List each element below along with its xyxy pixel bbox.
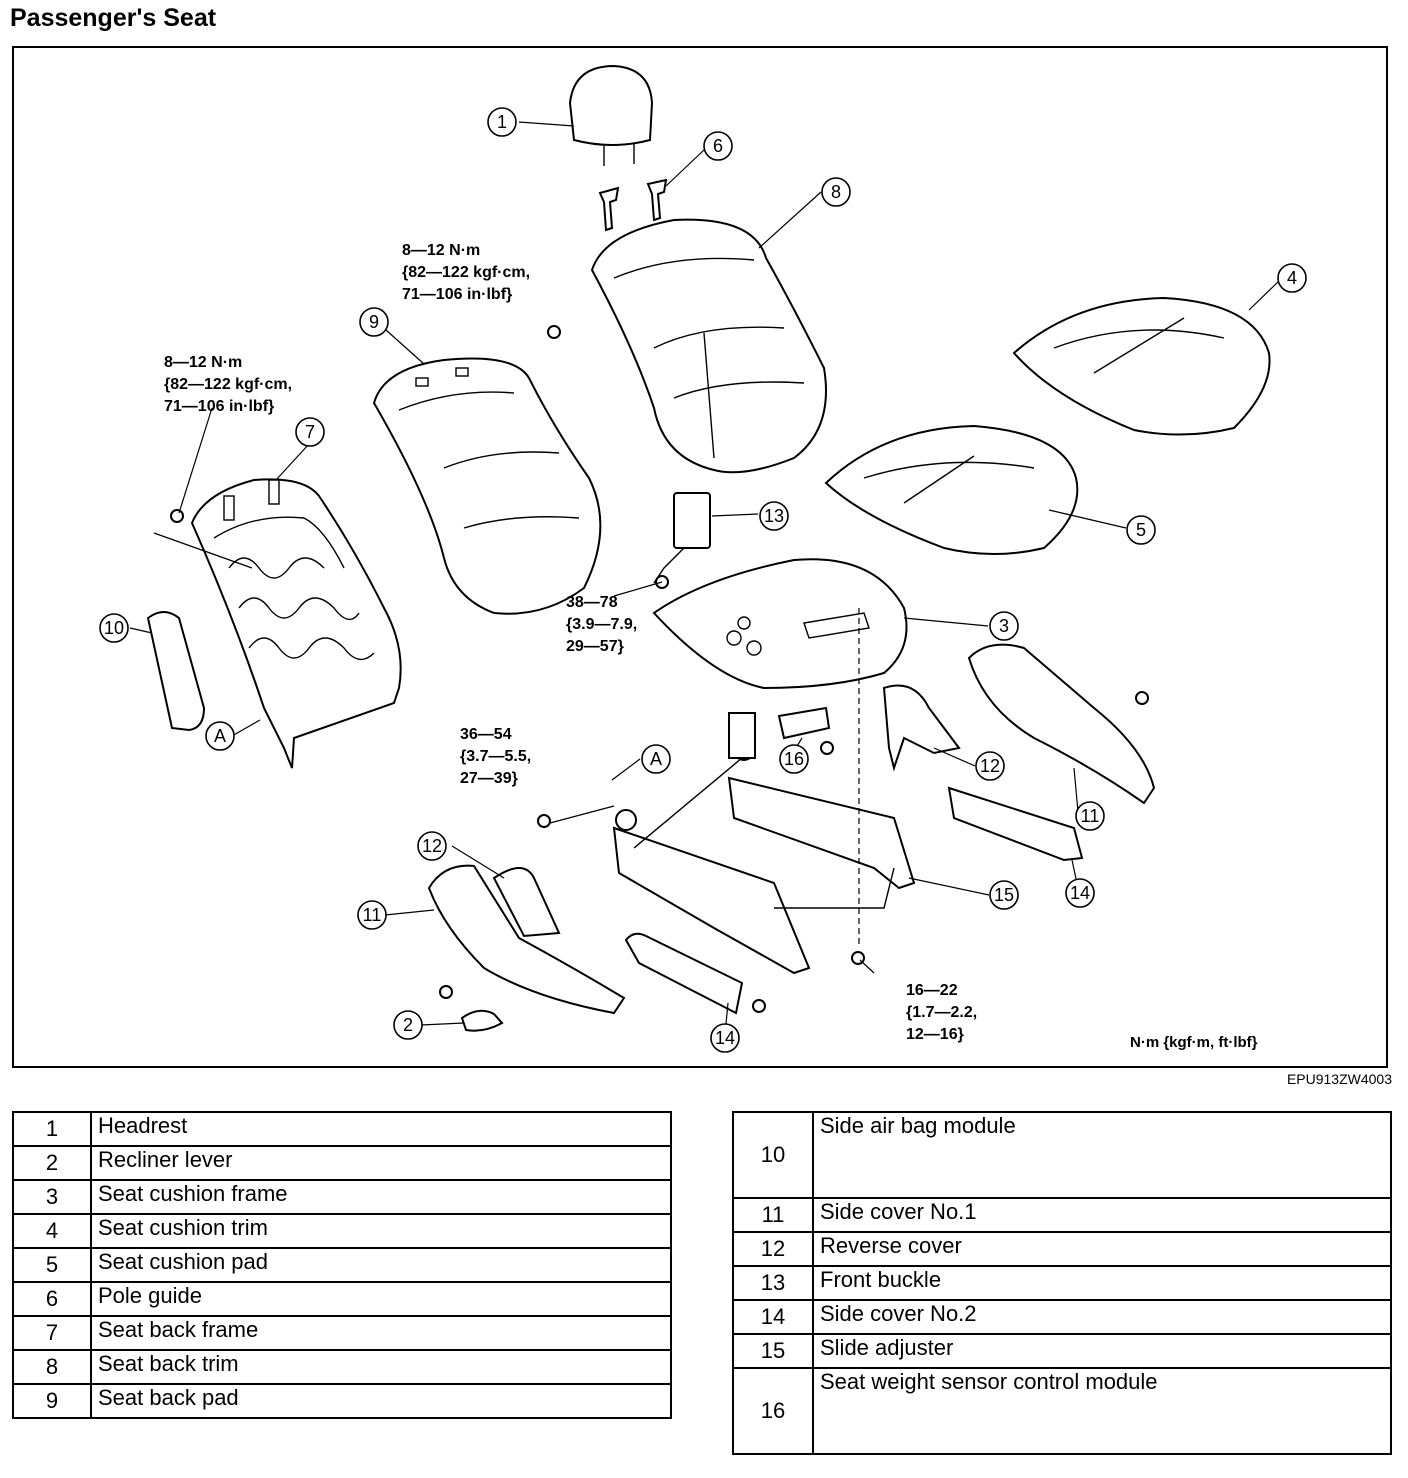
callout-12-1: 12 bbox=[975, 751, 1005, 781]
callout-2: 2 bbox=[393, 1010, 423, 1040]
seat-back-frame-part bbox=[190, 478, 402, 769]
callout-11-2: 11 bbox=[357, 900, 387, 930]
side-air-bag-module-part bbox=[146, 611, 206, 732]
svg-text:1: 1 bbox=[497, 112, 507, 132]
svg-text:13: 13 bbox=[764, 506, 784, 526]
slide-adjuster-part bbox=[612, 712, 916, 975]
callout-8: 8 bbox=[821, 177, 851, 207]
svg-text:12: 12 bbox=[980, 756, 1000, 776]
seat-cushion-trim-part bbox=[1012, 296, 1271, 436]
callout-4: 4 bbox=[1277, 263, 1307, 293]
figure-code: EPU913ZW4003 bbox=[1286, 1071, 1392, 1087]
callout-9: 9 bbox=[359, 307, 389, 337]
pole-guide-part bbox=[598, 178, 668, 232]
callout-11-1: 11 bbox=[1075, 801, 1105, 831]
callout-A-2: A bbox=[641, 744, 671, 774]
callout-A-1: A bbox=[205, 721, 235, 751]
svg-text:16: 16 bbox=[784, 749, 804, 769]
callout-14-1: 14 bbox=[1065, 878, 1095, 908]
reverse-cover-part bbox=[492, 684, 961, 938]
callout-10: 10 bbox=[99, 613, 129, 643]
svg-text:12: 12 bbox=[422, 836, 442, 856]
side-cover-no1-part bbox=[427, 643, 1156, 1015]
svg-text:5: 5 bbox=[1136, 520, 1146, 540]
callout-13: 13 bbox=[759, 501, 789, 531]
seat-back-trim-part bbox=[590, 218, 827, 474]
seat-back-pad-part bbox=[372, 357, 602, 615]
bolts bbox=[170, 325, 1149, 1013]
svg-text:7: 7 bbox=[305, 422, 315, 442]
callout-1: 1 bbox=[487, 107, 517, 137]
torque-spec-front-buckle: 38—78{3.9—7.9,29—57} bbox=[566, 594, 638, 655]
torque-spec-seat-back-trim: 8—12 N·m{82—122 kgf·cm,71—106 in·lbf} bbox=[402, 242, 531, 303]
seat-drawing: 1 6 8 4 9 7 5 13 10 3 A A 16 12 11 12 11… bbox=[99, 64, 1307, 1053]
svg-text:A: A bbox=[214, 726, 226, 746]
svg-text:8: 8 bbox=[831, 182, 841, 202]
svg-text:11: 11 bbox=[1081, 806, 1100, 826]
svg-text:3: 3 bbox=[999, 616, 1009, 636]
svg-text:2: 2 bbox=[403, 1015, 413, 1035]
svg-text:10: 10 bbox=[104, 618, 124, 638]
headrest-part bbox=[568, 64, 654, 166]
torque-spec-rear-bolt: 16—22{1.7—2.2,12—16} bbox=[906, 982, 978, 1043]
callout-5: 5 bbox=[1126, 515, 1156, 545]
callout-12-2: 12 bbox=[417, 831, 447, 861]
recliner-lever-part bbox=[460, 1009, 504, 1032]
svg-text:15: 15 bbox=[994, 885, 1014, 905]
page-title: Passenger's Seat bbox=[10, 4, 217, 32]
seat-cushion-frame-part bbox=[652, 558, 908, 690]
svg-text:14: 14 bbox=[1070, 883, 1090, 903]
svg-text:6: 6 bbox=[713, 136, 723, 156]
seat-cushion-pad-part bbox=[824, 424, 1079, 555]
front-buckle-part bbox=[653, 492, 711, 584]
svg-text:11: 11 bbox=[363, 905, 382, 925]
svg-text:9: 9 bbox=[369, 312, 379, 332]
svg-text:14: 14 bbox=[715, 1028, 735, 1048]
torque-spec-seat-back-frame: 8—12 N·m{82—122 kgf·cm,71—106 in·lbf} bbox=[164, 354, 293, 415]
sensor-module-part bbox=[777, 706, 831, 740]
torque-spec-slide-adjuster: 36—54{3.7—5.5,27—39} bbox=[460, 726, 532, 787]
exploded-view-diagram: 1 6 8 4 9 7 5 13 10 3 A A 16 12 11 12 11… bbox=[12, 46, 1388, 1068]
callout-14-2: 14 bbox=[710, 1023, 740, 1053]
svg-text:A: A bbox=[650, 749, 662, 769]
units-note: N·m {kgf·m, ft·lbf} bbox=[1130, 1034, 1258, 1051]
callout-15: 15 bbox=[989, 880, 1019, 910]
side-cover-no2-part bbox=[624, 786, 1084, 1015]
callout-3: 3 bbox=[989, 611, 1019, 641]
callout-7: 7 bbox=[295, 417, 325, 447]
callout-6: 6 bbox=[703, 131, 733, 161]
leader-lines bbox=[129, 121, 1280, 1035]
svg-text:4: 4 bbox=[1287, 268, 1297, 288]
callout-16: 16 bbox=[779, 744, 809, 774]
